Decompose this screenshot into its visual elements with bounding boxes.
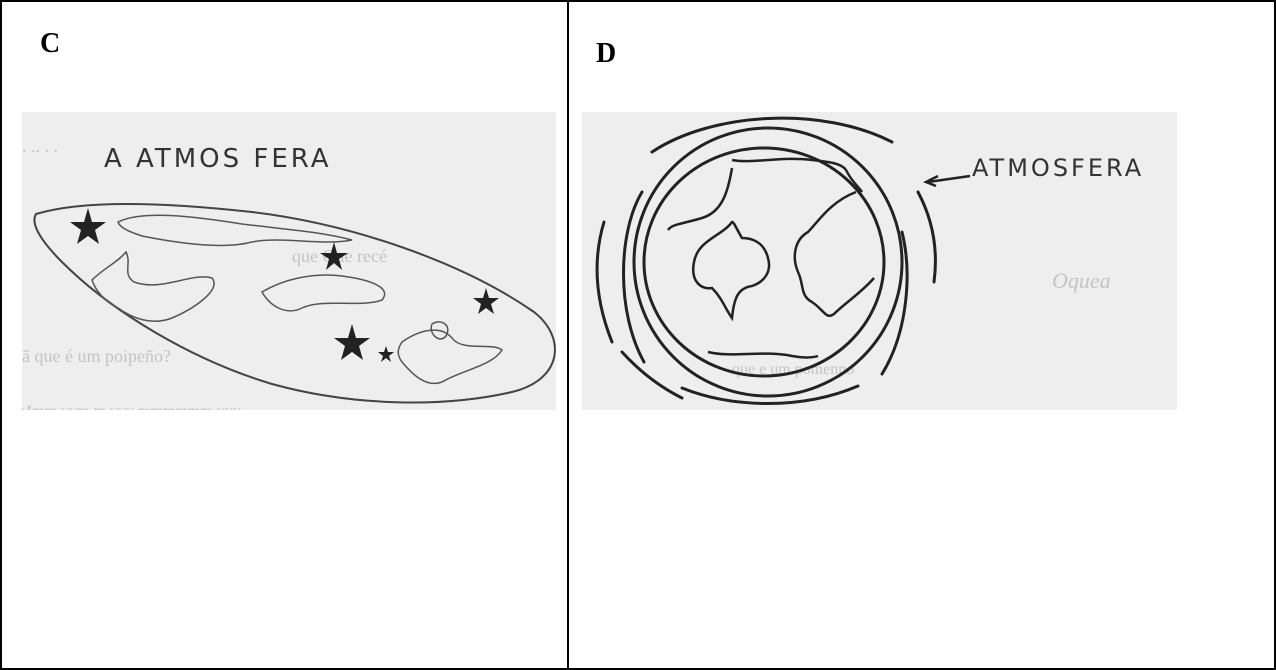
outer-arc-left bbox=[597, 222, 612, 342]
label-arrow bbox=[926, 176, 970, 186]
earth-circle bbox=[644, 148, 884, 376]
svg-text:Mmm vvm m vvv: Mmm vvm m vvv mmmmmm vvv bbox=[22, 403, 241, 410]
atmosphere-ellipse bbox=[34, 204, 555, 402]
continent-right bbox=[795, 192, 874, 316]
drawing-d-svg: Oquea que e um pomenno bbox=[582, 112, 1177, 410]
continent-2 bbox=[92, 252, 214, 321]
cell-letter-d: D bbox=[596, 38, 616, 70]
cell-letter-c: C bbox=[40, 28, 60, 60]
outer-arc-bottom-left bbox=[622, 352, 682, 398]
drawing-c-caption: A ATMOS FERA bbox=[104, 144, 332, 174]
stars bbox=[70, 208, 499, 362]
svg-text:. .. .: . .. . . bbox=[22, 136, 58, 156]
star-icon bbox=[334, 324, 370, 360]
continent-bottom-strip bbox=[708, 352, 818, 358]
drawing-c-svg: . .. . . que Que recé ã que é um poipeño… bbox=[22, 112, 556, 410]
continent-1 bbox=[118, 215, 352, 245]
cell-d: D Oquea que e um pomenno bbox=[569, 2, 1276, 668]
drawing-d-earth-atmosphere: Oquea que e um pomenno bbox=[582, 112, 1177, 410]
bleed-through-text: Oquea que e um pomenno bbox=[732, 268, 1111, 378]
svg-text:Oquea: Oquea bbox=[1052, 268, 1111, 293]
star-icon bbox=[70, 208, 106, 244]
drawing-d-label: ATMOSFERA bbox=[972, 154, 1144, 182]
star-icon bbox=[378, 346, 394, 362]
continent-3 bbox=[262, 275, 385, 311]
earth-continents bbox=[668, 159, 874, 358]
cell-c: C . .. . . que Que recé ã que é um poipe… bbox=[2, 2, 567, 668]
outer-arc-right bbox=[918, 192, 935, 282]
bleed-through-bottom: Mmm vvm m vvv mmmmmm vvv bbox=[22, 403, 241, 410]
svg-text:ã que é um poipeño?: ã que é um poipeño? bbox=[22, 346, 171, 366]
drawing-c-atmosphere-ellipse: . .. . . que Que recé ã que é um poipeño… bbox=[22, 112, 556, 410]
continent-4 bbox=[398, 330, 502, 383]
star-icon bbox=[473, 288, 499, 314]
continent-left bbox=[668, 168, 769, 318]
